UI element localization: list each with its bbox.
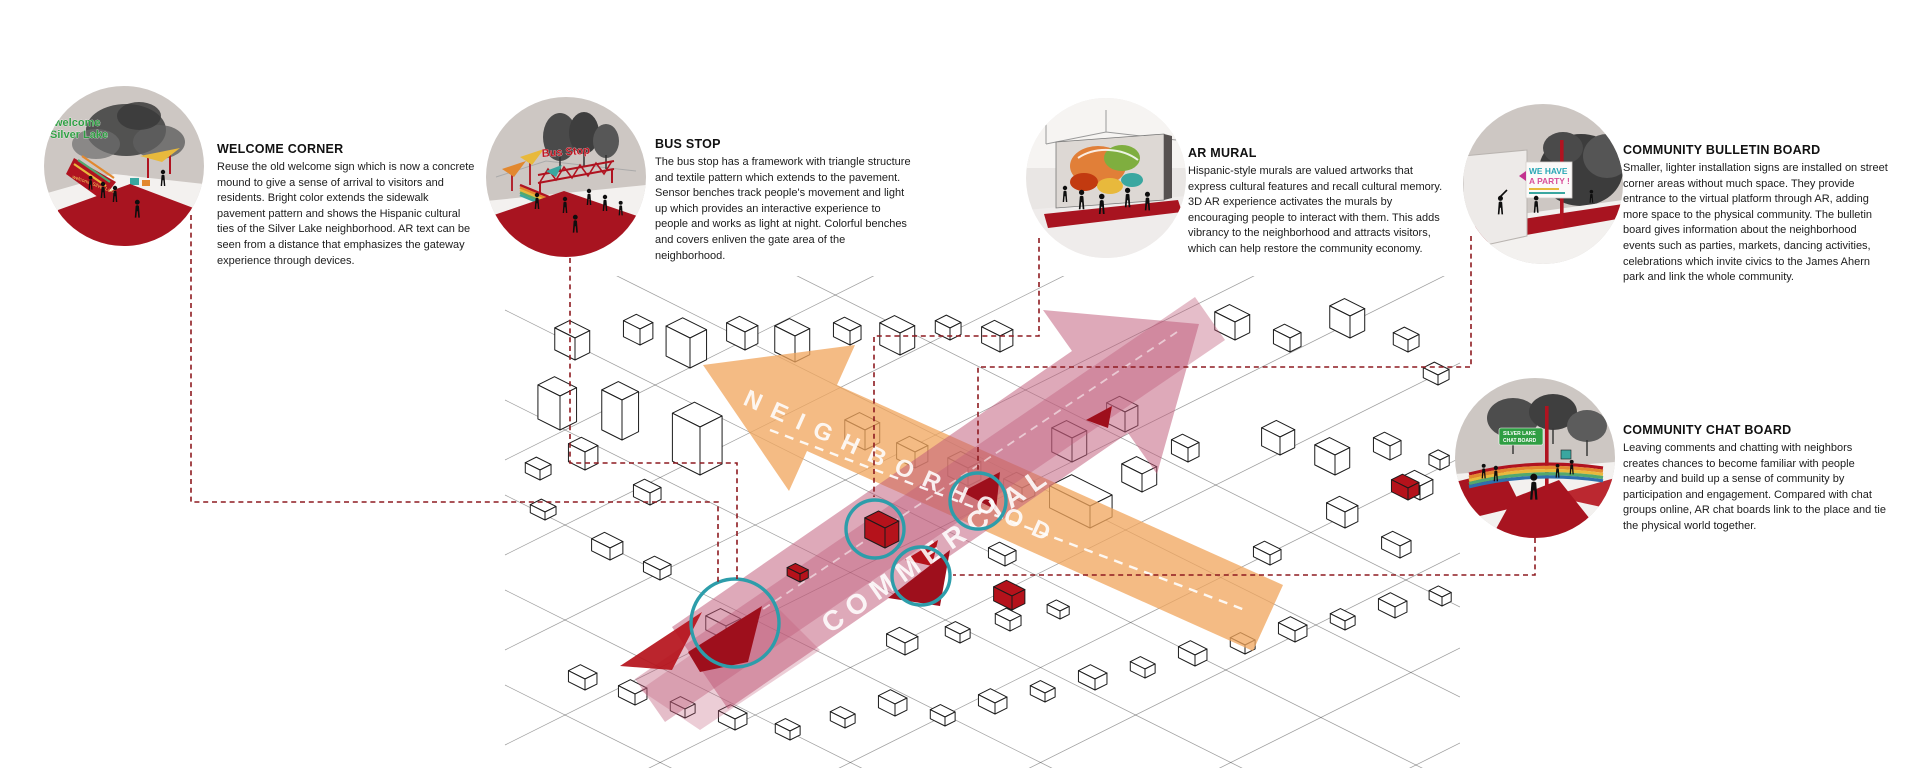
highlight-circle-bulletin-corner <box>948 471 1008 531</box>
commercial-axis-arrow <box>672 310 1199 709</box>
annotation-body: Hispanic-style murals are valued artwork… <box>1188 165 1443 255</box>
annotation-title: AR MURAL <box>1188 146 1257 160</box>
commercial-street-band <box>635 297 1225 722</box>
annotation-community-bulletin-board: COMMUNITY BULLETIN BOARD Smaller, lighte… <box>1623 143 1891 286</box>
annotation-title: COMMUNITY CHAT BOARD <box>1623 423 1792 437</box>
annotation-body: Reuse the old welcome sign which is now … <box>217 161 475 267</box>
annotation-title: COMMUNITY BULLETIN BOARD <box>1623 143 1821 157</box>
chat-sign-text-line1: SILVER LAKE <box>1503 431 1536 437</box>
chat-sign-text-line2: CHAT BOARD <box>1503 438 1537 444</box>
bulletin-sign-text-line1: WE HAVE <box>1529 166 1568 176</box>
welcome-sign-text-line1: welcome <box>53 117 100 129</box>
connector-bus-stop <box>569 258 738 579</box>
bus-stop-vignette: Bus Stop <box>486 97 646 257</box>
annotation-bus-stop: BUS STOP The bus stop has a framework wi… <box>655 137 915 264</box>
connector-welcome-corner <box>190 215 719 582</box>
community-chat-board-vignette: SILVER LAKE CHAT BOARD <box>1455 378 1615 538</box>
bulletin-sign-text-line2: A PARTY ! <box>1529 176 1570 186</box>
connector-ar-mural <box>873 238 1040 497</box>
welcome-corner-vignette: welcome Silver Lake welcome Silver Lake <box>44 86 204 246</box>
highlight-circle-mural-building <box>844 498 906 560</box>
annotation-body: The bus stop has a framework with triang… <box>655 156 911 262</box>
community-bulletin-board-vignette: WE HAVE A PARTY ! <box>1463 104 1623 264</box>
highlight-circle-chat-board <box>890 545 952 607</box>
annotation-welcome-corner: WELCOME CORNER Reuse the old welcome sig… <box>217 142 477 269</box>
annotation-body: Leaving comments and chatting with neigh… <box>1623 442 1886 532</box>
red-highlight-buildings <box>786 473 1420 611</box>
connector-bulletin-board <box>977 236 1472 470</box>
annotation-title: WELCOME CORNER <box>217 142 344 156</box>
street-centerline <box>769 428 1246 612</box>
bus-stop-sign-text: Bus Stop <box>541 145 590 160</box>
annotation-body: Smaller, lighter installation signs are … <box>1623 162 1888 284</box>
annotation-title: BUS STOP <box>655 137 721 151</box>
annotation-ar-mural: AR MURAL Hispanic-style murals are value… <box>1188 146 1448 258</box>
ar-mural-vignette <box>1026 98 1186 258</box>
highlight-circle-gateway <box>689 577 781 669</box>
connector-chat-board <box>953 538 1536 576</box>
welcome-sign-text-line2: Silver Lake <box>50 129 108 141</box>
annotation-community-chat-board: COMMUNITY CHAT BOARD Leaving comments an… <box>1623 423 1891 535</box>
